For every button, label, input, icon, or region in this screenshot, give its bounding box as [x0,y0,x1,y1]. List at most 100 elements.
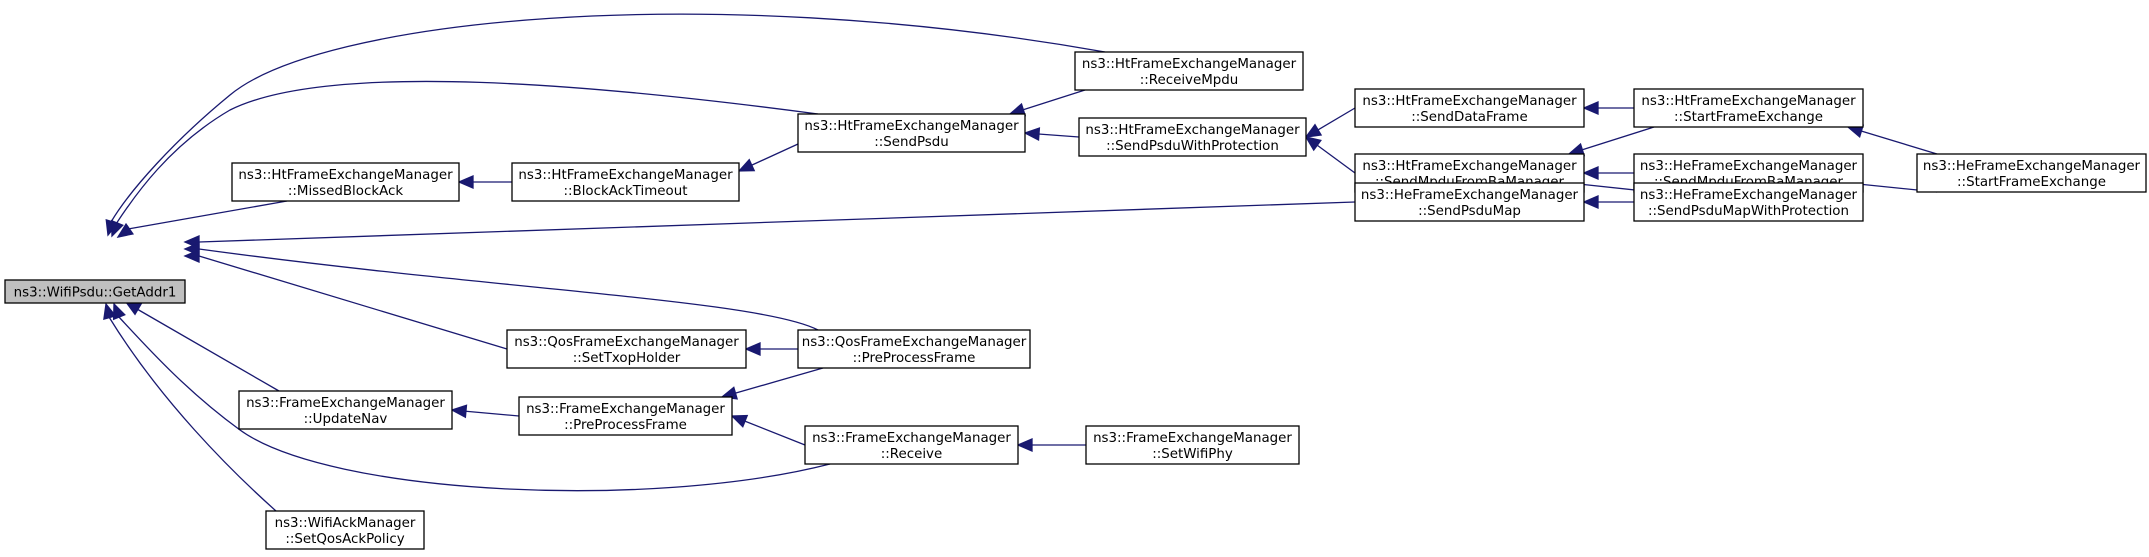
node-ht-start-frame-exchange[interactable]: ns3::HtFrameExchangeManager::StartFrameE… [1633,88,1864,128]
node-label: ::UpdateNav [304,412,388,427]
node-ht-send-data-frame[interactable]: ns3::HtFrameExchangeManager::SendDataFra… [1354,88,1585,128]
node-ht-block-ack-timeout[interactable]: ns3::HtFrameExchangeManager::BlockAckTim… [511,162,740,202]
arrowhead-icon [124,301,143,316]
node-label: ::StartFrameExchange [1674,110,1823,125]
node-label: ns3::FrameExchangeManager [246,396,445,411]
node-label: ns3::HtFrameExchangeManager [804,119,1019,134]
arrowhead-icon [1582,101,1599,115]
node-label: ::SetTxopHolder [573,351,681,366]
arrowhead-icon [116,222,135,238]
node-label: ns3::WifiPsdu::GetAddr1 [14,286,177,301]
edge-line [1853,127,1938,155]
edge-line [1014,89,1086,114]
node-ht-receive-mpdu[interactable]: ns3::HtFrameExchangeManager::ReceiveMpdu [1074,51,1304,91]
arrowhead-icon [1016,438,1033,452]
node-he-send-psdu-map-with-protection[interactable]: ns3::HeFrameExchangeManager::SendPsduMap… [1633,182,1864,222]
edge-heSendMpduFromBaManager-to-htSendMpduFromBaManager [1582,166,1634,180]
node-label: ::StartFrameExchange [1957,175,2106,190]
node-fe-update-nav[interactable]: ns3::FrameExchangeManager::UpdateNav [238,390,453,430]
edge-line [115,80,819,225]
arrowhead-icon [457,175,474,189]
edge-htSendMpduFromBaManager-to-htSendPsduWithProtection [1304,136,1356,174]
arrowhead-icon [1582,195,1599,209]
node-label: ns3::HtFrameExchangeManager [518,168,733,183]
edges [103,13,1938,512]
node-qos-set-txop-holder[interactable]: ns3::QosFrameExchangeManager::SetTxopHol… [506,329,747,369]
edge-htSendPsdu-to-root [110,80,819,238]
node-box [1354,88,1585,128]
node-fe-receive[interactable]: ns3::FrameExchangeManager::Receive [804,425,1019,465]
node-label: ns3::QosFrameExchangeManager [514,335,739,350]
node-label: ns3::HtFrameExchangeManager [1085,123,1300,138]
node-box [518,396,733,436]
node-ht-missed-block-ack[interactable]: ns3::HtFrameExchangeManager::MissedBlock… [231,162,460,202]
edge-heSendPsduMapWithProtection-to-heSendPsduMap [1582,195,1634,209]
node-ack-set-qos-ack-policy[interactable]: ns3::WifiAckManager::SetQosAckPolicy [265,510,425,550]
node-box [1633,88,1864,128]
edge-line [127,200,288,230]
node-label: ns3::HtFrameExchangeManager [1362,159,1577,174]
node-box [1916,153,2147,193]
node-box [506,329,747,369]
edge-line [736,417,806,446]
edge-feReceive-to-fePreProcessFrame [730,414,806,446]
node-label: ::BlockAckTimeout [564,184,688,199]
arrowhead-icon [1582,166,1599,180]
edge-feReceive-to-root [112,302,831,492]
node-box [804,425,1019,465]
arrowhead-icon [737,158,756,172]
edge-qosSetTxopHolder-to-root [183,249,508,350]
node-ht-send-psdu[interactable]: ns3::HtFrameExchangeManager::SendPsdu [797,113,1026,153]
edge-htReceiveMpdu-to-htSendPsdu [1008,89,1086,117]
node-box [231,162,460,202]
edge-line [136,308,280,392]
edge-htMissedBlockAck-to-root [116,200,288,238]
nodes: ns3::WifiPsdu::GetAddr1 ns3::HtFrameExcha… [4,51,2147,550]
node-label: ::SetQosAckPolicy [285,532,404,547]
arrowhead-icon [103,302,117,320]
edge-heSendPsduMap-to-root [183,201,1356,249]
node-fe-pre-process-frame[interactable]: ns3::FrameExchangeManager::PreProcessFra… [518,396,733,436]
node-root[interactable]: ns3::WifiPsdu::GetAddr1 [4,279,186,304]
node-he-send-psdu-map[interactable]: ns3::HeFrameExchangeManager::SendPsduMap [1354,182,1585,222]
node-label: ns3::FrameExchangeManager [526,402,725,417]
edge-line [1573,126,1655,153]
node-label: ::SendPsduWithProtection [1106,139,1279,154]
edge-line [727,367,824,396]
node-label: ns3::HeFrameExchangeManager [1361,188,1579,203]
node-box [238,390,453,430]
node-label: ns3::FrameExchangeManager [812,431,1011,446]
node-label: ::SendPsduMapWithProtection [1648,204,1849,219]
node-box [4,279,186,304]
arrowhead-icon [450,404,468,419]
node-label: ns3::HeFrameExchangeManager [1640,159,1858,174]
node-label: ns3::HtFrameExchangeManager [1362,94,1577,109]
node-label: ::SendPsdu [874,135,949,150]
node-ht-send-psdu-with-protection[interactable]: ns3::HtFrameExchangeManager::SendPsduWit… [1078,117,1307,157]
node-box [1078,117,1307,157]
node-he-start-frame-exchange[interactable]: ns3::HeFrameExchangeManager::StartFrameE… [1916,153,2147,193]
edge-line [108,316,277,512]
node-label: ::SendPsduMap [1418,204,1521,219]
node-box [1085,425,1300,465]
edge-feUpdateNav-to-root [124,301,280,392]
node-box [1074,51,1304,91]
node-qos-pre-process-frame[interactable]: ns3::QosFrameExchangeManager::PreProcess… [797,329,1031,369]
node-label: ::SetWifiPhy [1152,447,1233,462]
node-label: ns3::FrameExchangeManager [1093,431,1292,446]
node-fe-set-wifi-phy[interactable]: ns3::FrameExchangeManager::SetWifiPhy [1085,425,1300,465]
arrowhead-icon [183,249,200,263]
node-label: ::SendDataFrame [1411,110,1527,125]
arrowhead-icon [110,219,124,238]
node-label: ::PreProcessFrame [564,418,687,433]
edge-line [198,255,508,350]
node-label: ns3::HtFrameExchangeManager [1082,57,1297,72]
edge-htSendPsdu-to-htBlockAckTimeout [737,143,799,172]
node-label: ns3::WifiAckManager [275,516,416,531]
node-label: ns3::HtFrameExchangeManager [1641,94,1856,109]
arrowhead-icon [112,302,126,321]
node-label: ns3::HeFrameExchangeManager [1640,188,1858,203]
node-label: ::Receive [881,447,942,462]
node-label: ::ReceiveMpdu [1140,73,1239,88]
edge-heStartFrameExchange-to-htStartFrameExchange [1846,124,1938,155]
